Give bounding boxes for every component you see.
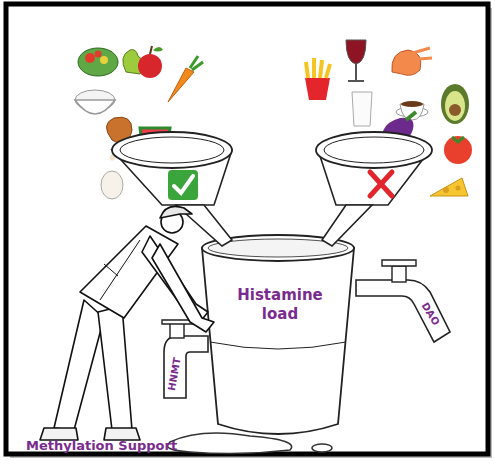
eggplant [382, 118, 413, 150]
cheese [430, 178, 468, 196]
node-outline [352, 258, 452, 350]
drip [312, 444, 332, 452]
bad-foods [305, 40, 472, 196]
worker-figure [40, 206, 214, 440]
puddle [168, 433, 292, 454]
bad-funnel [316, 132, 432, 246]
bucket-band [210, 342, 346, 349]
tap-handle [382, 260, 416, 266]
frame [6, 4, 488, 454]
milk-glass [352, 92, 372, 126]
fries [305, 78, 330, 100]
tap-handle [162, 320, 194, 324]
tap-valve [392, 266, 406, 282]
good-foods [75, 46, 203, 199]
drumstick [106, 117, 132, 144]
egg [101, 171, 123, 199]
tap-pipe [356, 280, 450, 342]
caption-label: Methylation Support [26, 438, 177, 453]
bucket-body [202, 248, 354, 434]
apple [138, 54, 162, 78]
node-text: Histamine load [232, 286, 328, 324]
tap-node: HNMT [156, 314, 210, 404]
wine-glass [346, 40, 366, 64]
cross-mark [370, 172, 392, 196]
avocado [441, 84, 469, 124]
node-outline [198, 232, 358, 442]
good-funnel [112, 132, 232, 246]
check-mark-box [168, 170, 198, 200]
node-outline [156, 314, 210, 404]
bucket-rim [202, 235, 354, 261]
tomato [444, 136, 472, 164]
bucket-node: Histamine load [198, 232, 358, 442]
salad [78, 48, 118, 76]
bucket-inner [208, 239, 348, 257]
watermelon [140, 128, 170, 152]
carrot [168, 68, 194, 102]
tap-node: DAO [352, 258, 452, 350]
